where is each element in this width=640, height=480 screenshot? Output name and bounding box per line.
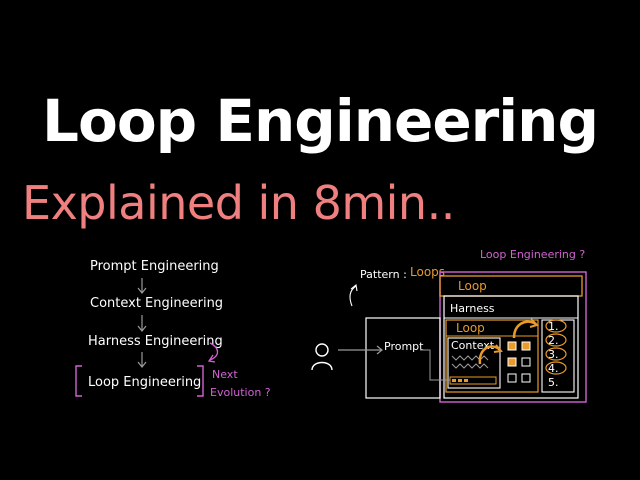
task-number-2: 2. <box>548 334 559 347</box>
evolution-diagram: Prompt Engineering Context Engineering H… <box>75 259 271 399</box>
task-circle-2 <box>545 333 567 347</box>
pattern-arrow <box>349 285 357 307</box>
prompt-box <box>365 317 441 399</box>
task-number-1: 1. <box>548 320 559 333</box>
checkbox-4 <box>521 357 531 367</box>
task-circle-4 <box>545 361 567 375</box>
next-evolution-note-2: Evolution ? <box>210 386 271 399</box>
context-progress-bar <box>449 376 497 385</box>
task-number-4: 4. <box>548 362 559 375</box>
checkbox-3 <box>507 357 517 367</box>
loop-arrow-2-head <box>529 318 539 328</box>
down-arrow-head-3 <box>137 361 147 368</box>
prompt-label: Prompt <box>384 340 424 353</box>
outer-loop-engineering-label: Loop Engineering ? <box>480 248 585 261</box>
loop-arrow-1-head <box>493 344 503 353</box>
progress-dot-1 <box>452 379 456 382</box>
context-label: Context <box>451 339 495 352</box>
right-bracket <box>197 365 204 397</box>
loop-arrow-2 <box>512 320 537 339</box>
step-context-engineering: Context Engineering <box>90 296 223 311</box>
user-to-prompt-arrow-head <box>376 345 383 355</box>
task-circle-3 <box>545 347 567 361</box>
harness-frame <box>443 295 579 399</box>
progress-dot-3 <box>464 379 468 382</box>
video-subtitle: Explained in 8min.. <box>22 176 455 230</box>
context-scribble-2 <box>451 363 489 369</box>
down-arrow-head-2 <box>137 325 147 332</box>
context-scribble-1 <box>451 355 489 361</box>
pattern-arrow-head <box>350 283 358 292</box>
step-loop-engineering: Loop Engineering <box>88 375 201 390</box>
harness-label: Harness <box>450 302 495 315</box>
user-icon <box>311 361 333 371</box>
step-harness-engineering: Harness Engineering <box>88 334 223 349</box>
context-box <box>447 337 501 389</box>
pattern-label: Pattern : <box>360 268 407 281</box>
task-number-5: 5. <box>548 376 559 389</box>
checkbox-1 <box>507 341 517 351</box>
pattern-value: Loops <box>410 265 445 279</box>
progress-dot-2 <box>458 379 462 382</box>
loop-label: Loop <box>458 279 487 293</box>
inner-loop-label: Loop <box>456 321 485 335</box>
checkbox-2 <box>521 341 531 351</box>
checkbox-5 <box>507 373 517 383</box>
step-prompt-engineering: Prompt Engineering <box>90 259 219 274</box>
architecture-diagram: Pattern : Loops Loop Engineering ? Loop … <box>311 248 587 403</box>
video-title: Loop Engineering <box>42 87 599 155</box>
prompt-connector <box>420 349 450 381</box>
down-arrow-head-1 <box>137 287 147 294</box>
left-bracket <box>75 365 82 397</box>
task-number-3: 3. <box>548 348 559 361</box>
pink-curve-arrow <box>209 342 219 361</box>
inner-loop-frame <box>445 319 539 393</box>
checkbox-6 <box>521 373 531 383</box>
pink-curve-arrow-head <box>207 354 216 363</box>
task-circle-1 <box>545 319 567 333</box>
next-evolution-note-1: Next <box>212 368 238 381</box>
user-icon-head <box>315 343 329 357</box>
